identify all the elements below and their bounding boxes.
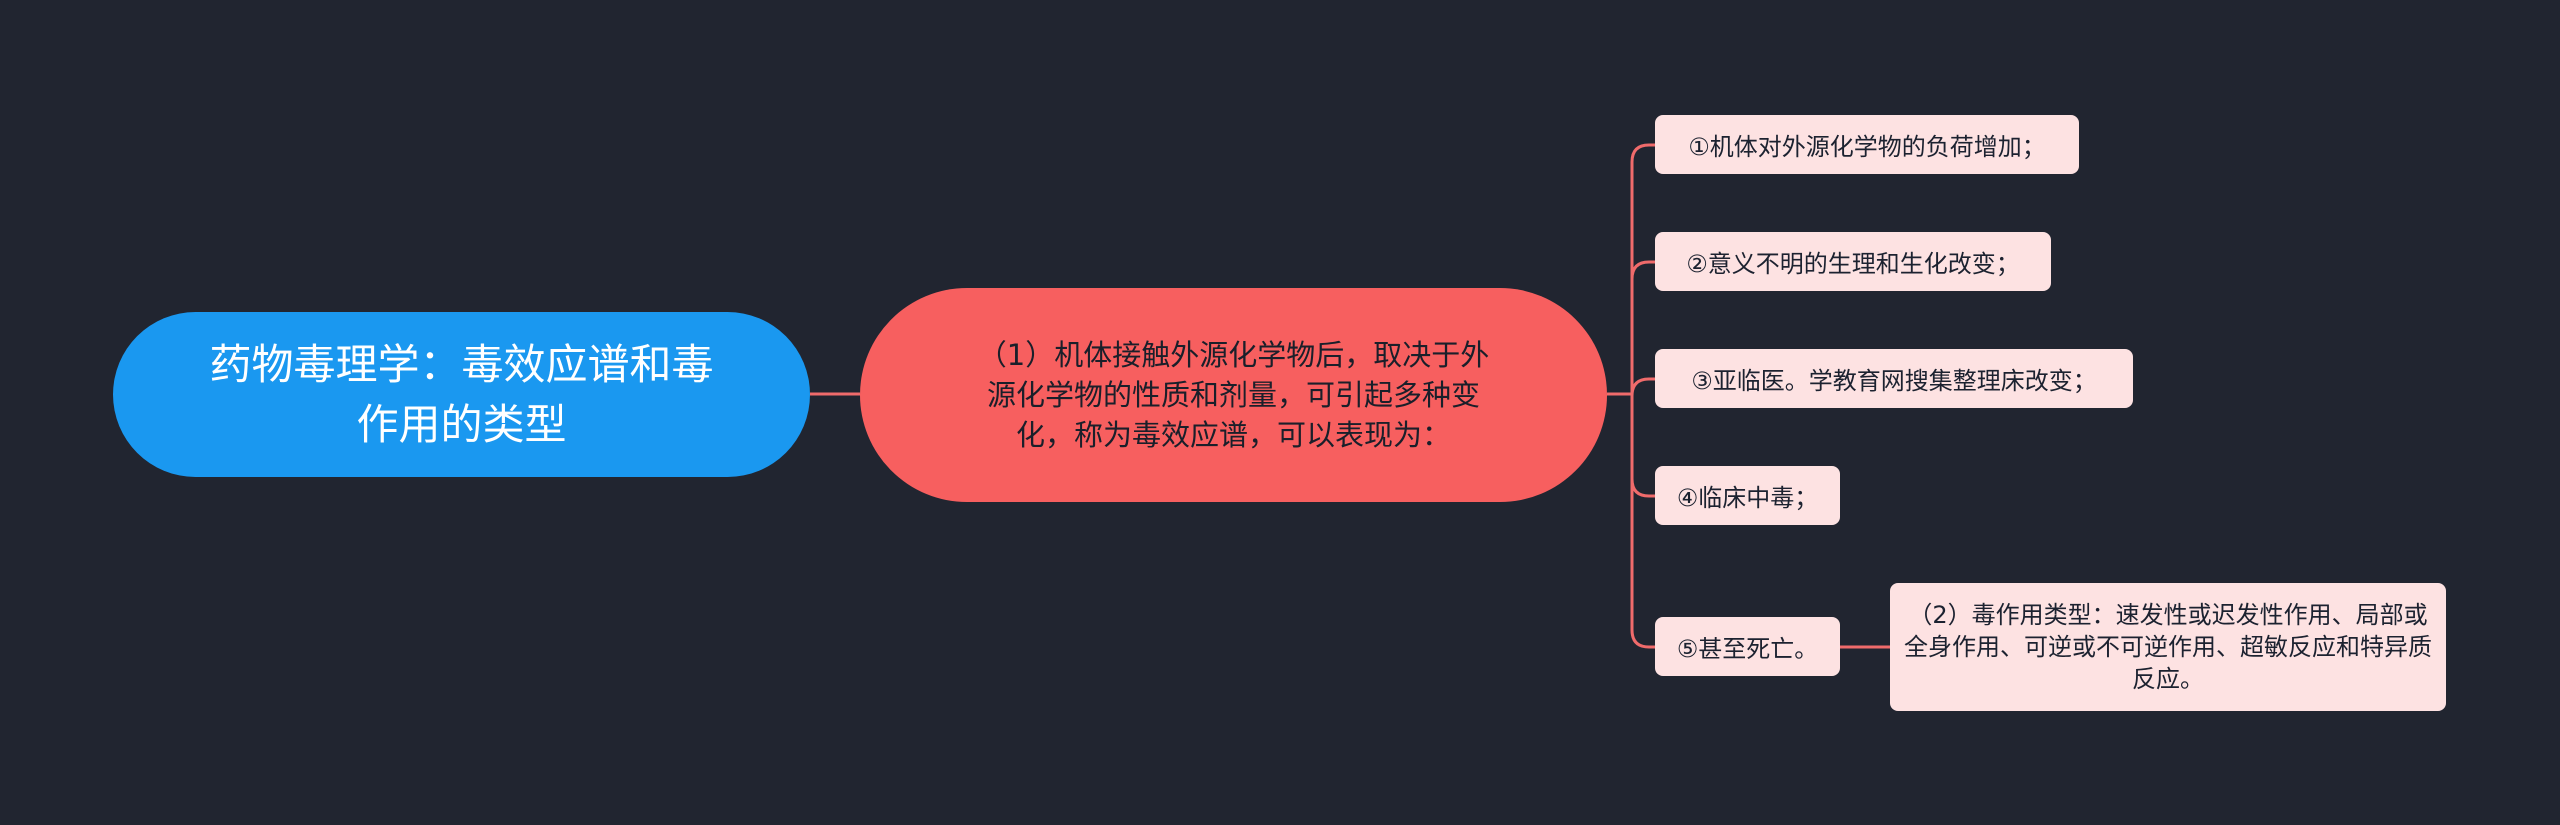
leaf-node-label: ⑤甚至死亡。	[1676, 635, 1819, 663]
connector-leaf-4	[1630, 394, 1655, 498]
leaf-node-3[interactable]: ③亚临医。学教育网搜集整理床改变；	[1655, 349, 2133, 408]
leaf-node-1[interactable]: ①机体对外源化学物的负荷增加；	[1655, 115, 2079, 174]
connector-leaf-1	[1630, 143, 1655, 394]
leaf-node-2[interactable]: ②意义不明的生理和生化改变；	[1655, 232, 2051, 291]
root-node[interactable]: 药物毒理学：毒效应谱和毒作用的类型	[113, 312, 810, 477]
connector-leaf-3	[1630, 377, 1655, 397]
sub-leaf-label: （2）毒作用类型：速发性或迟发性作用、局部或全身作用、可逆或不可逆作用、超敏反应…	[1904, 601, 2432, 693]
main-topic-label: （1）机体接触外源化学物后，取决于外源化学物的性质和剂量，可引起多种变化，称为毒…	[977, 338, 1490, 452]
leaf-node-5[interactable]: ⑤甚至死亡。	[1655, 617, 1840, 676]
leaf-node-label: ④临床中毒；	[1676, 484, 1819, 512]
sub-leaf-node[interactable]: （2）毒作用类型：速发性或迟发性作用、局部或全身作用、可逆或不可逆作用、超敏反应…	[1890, 583, 2446, 711]
connector-leaf-5	[1630, 394, 1655, 649]
main-topic-node[interactable]: （1）机体接触外源化学物后，取决于外源化学物的性质和剂量，可引起多种变化，称为毒…	[860, 288, 1607, 502]
connector-leaf-2	[1630, 260, 1655, 394]
leaf-node-label: ②意义不明的生理和生化改变；	[1686, 250, 2020, 278]
leaf-node-label: ①机体对外源化学物的负荷增加；	[1688, 133, 2046, 161]
leaf-node-label: ③亚临医。学教育网搜集整理床改变；	[1691, 367, 2097, 395]
leaf-node-4[interactable]: ④临床中毒；	[1655, 466, 1840, 525]
root-node-label: 药物毒理学：毒效应谱和毒作用的类型	[209, 339, 714, 449]
